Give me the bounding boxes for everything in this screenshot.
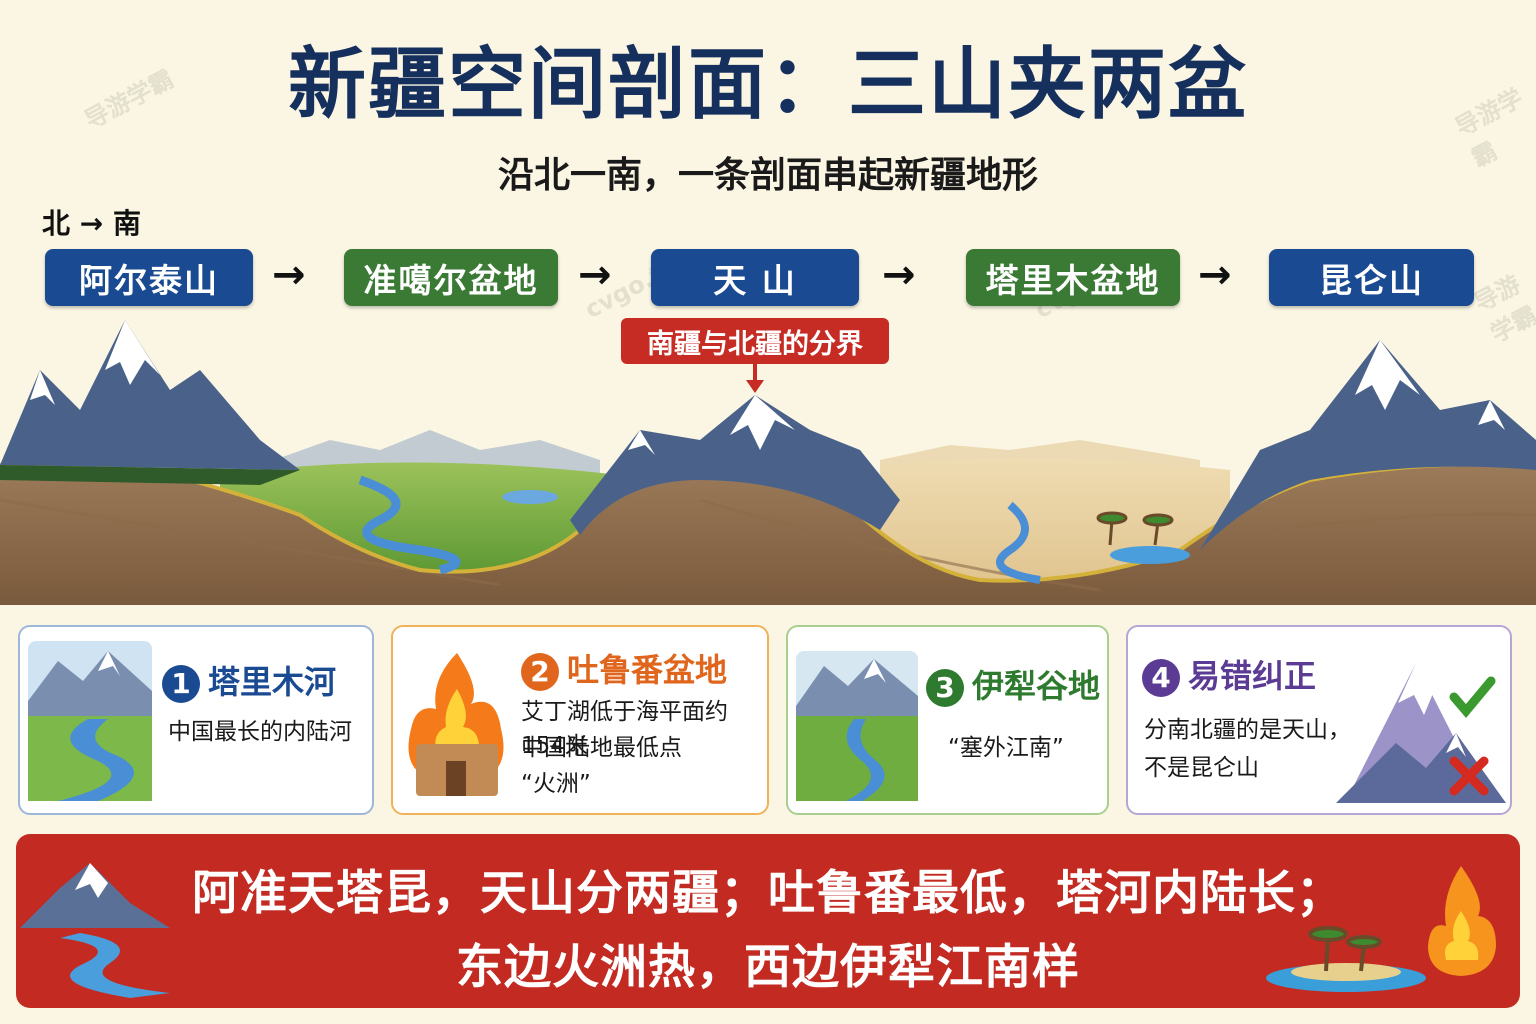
- page-title: 新疆空间剖面：三山夹两盆: [287, 40, 1248, 130]
- card-text: 中国陆地最低点: [521, 735, 682, 761]
- flow-arrow: →: [272, 252, 306, 298]
- boundary-callout: 南疆与北疆的分界: [621, 318, 889, 364]
- card-text: 中国最长的内陆河: [168, 719, 352, 745]
- card-text: 分南北疆的是天山，: [1144, 717, 1351, 743]
- number-badge: 1: [162, 665, 200, 703]
- node-tianshan-mountains: 天 山: [651, 249, 859, 306]
- number-badge: 3: [926, 669, 964, 707]
- valley-thumbnail-icon: [796, 651, 918, 801]
- card-title: 吐鲁番盆地: [567, 651, 728, 689]
- direction-label: 北 → 南: [42, 207, 141, 240]
- card-title: 易错纠正: [1188, 657, 1317, 695]
- mnemonic-line-1: 阿准天塔昆，天山分两疆；吐鲁番最低，塔河内陆长；: [192, 866, 1344, 921]
- mnemonic-line-2: 东边火洲热，西边伊犁江南样: [456, 940, 1080, 995]
- card-text: “塞外江南”: [948, 735, 1064, 761]
- node-altai-mountains: 阿尔泰山: [45, 249, 253, 306]
- mountains-check-cross-icon: [1336, 663, 1506, 803]
- flow-arrow: →: [1198, 252, 1232, 298]
- flow-arrow: →: [578, 252, 612, 298]
- mnemonic-banner: 阿准天塔昆，天山分两疆；吐鲁番最低，塔河内陆长； 东边火洲热，西边伊犁江南样: [16, 834, 1520, 1008]
- flow-arrow: →: [882, 252, 916, 298]
- card-text: 艾丁湖低于海平面约154米: [521, 699, 728, 759]
- card-title: 塔里木河: [208, 663, 337, 701]
- page-subtitle: 沿北一南，一条剖面串起新疆地形: [497, 155, 1038, 196]
- oasis-flame-icon: [1266, 866, 1496, 992]
- boundary-arrow-icon: [746, 364, 764, 393]
- mountain-river-icon: [20, 863, 170, 998]
- number-badge: 2: [521, 653, 559, 691]
- node-kunlun-mountains: 昆仑山: [1269, 249, 1474, 306]
- number-badge: 4: [1142, 659, 1180, 697]
- node-junggar-basin: 准噶尔盆地: [344, 249, 558, 306]
- river-thumbnail-icon: [28, 641, 152, 801]
- card-text: 不是昆仑山: [1144, 755, 1259, 781]
- flame-thumbnail-icon: [408, 653, 504, 796]
- terrain-cross-section: [0, 320, 1536, 605]
- node-tarim-basin: 塔里木盆地: [966, 249, 1180, 306]
- card-text: “火洲”: [521, 771, 591, 797]
- card-title: 伊犁谷地: [972, 667, 1101, 705]
